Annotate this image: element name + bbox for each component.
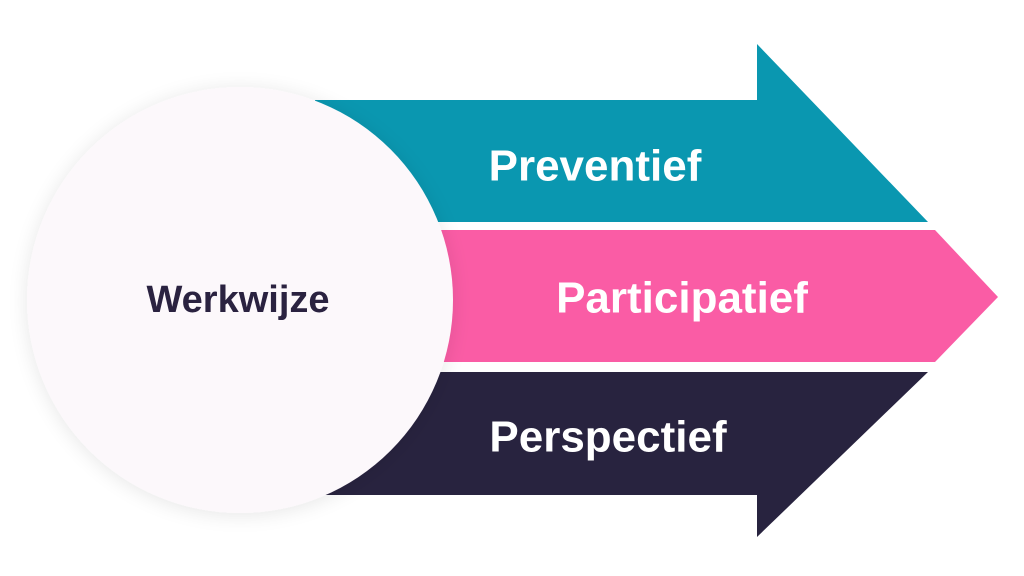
band-participatief-arrow bbox=[430, 230, 998, 362]
band-perspectief-arrow bbox=[315, 372, 928, 537]
band-label-participatief: Participatief bbox=[556, 274, 808, 323]
band-label-perspectief: Perspectief bbox=[489, 413, 727, 462]
band-label-preventief: Preventief bbox=[489, 142, 702, 191]
werkwijze-circle bbox=[27, 87, 453, 513]
center-label-werkwijze: Werkwijze bbox=[146, 279, 329, 321]
band-preventief-arrow bbox=[315, 44, 928, 222]
